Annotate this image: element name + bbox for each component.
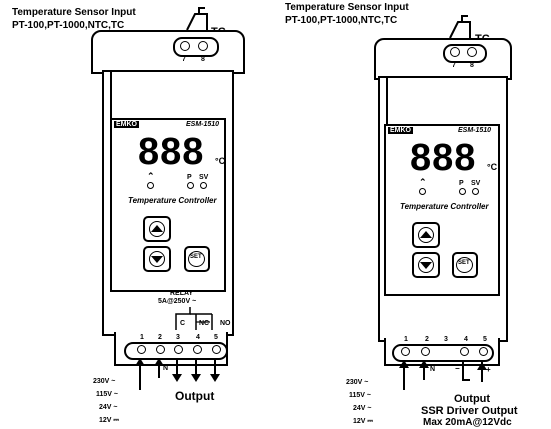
right-n-label: N	[430, 366, 436, 373]
left-n-label: N	[163, 365, 169, 372]
left-supply-24: 24V ~	[99, 404, 118, 411]
right-front-panel	[384, 124, 500, 296]
right-top-tab	[374, 38, 512, 80]
left-output-led	[147, 182, 154, 189]
right-up-arrow-icon	[420, 231, 432, 238]
left-up-arrow-icon	[151, 225, 163, 232]
right-screw-4	[460, 347, 469, 356]
left-pin-8: 8	[201, 56, 205, 63]
right-output-indicator-icon: ⌃	[419, 177, 427, 187]
left-pin-2: 2	[158, 334, 162, 341]
left-terminal-screw-7	[180, 41, 190, 51]
left-down-button[interactable]	[143, 246, 171, 272]
right-indicator-sv: SV	[471, 180, 481, 187]
right-output-label: Output	[454, 393, 491, 405]
right-pin-7: 7	[452, 62, 456, 69]
left-pin-4: 4	[196, 334, 200, 341]
right-supply-230: 230V ~	[346, 379, 369, 386]
right-led-sv	[472, 188, 479, 195]
right-side-rail	[380, 78, 388, 148]
right-set-label: SET	[458, 260, 470, 266]
left-relay-nc: NC	[199, 320, 210, 327]
right-terminal-screw-7	[450, 47, 460, 57]
left-relay-title: RELAY	[170, 290, 194, 297]
left-screw-3	[174, 345, 183, 354]
right-supply-12: 12V ⎓	[353, 418, 373, 425]
right-supply-24: 24V ~	[353, 405, 372, 412]
left-led-p	[187, 182, 194, 189]
left-top-tab	[91, 30, 245, 74]
right-unit: °C	[487, 162, 498, 172]
left-output-indicator-icon: ⌃	[147, 171, 155, 181]
left-terminal-screw-8	[198, 41, 208, 51]
right-pin-3: 3	[444, 336, 448, 343]
left-supply-12: 12V ⎓	[99, 417, 119, 424]
left-display: 888	[138, 131, 205, 173]
right-controller-label: Temperature Controller	[400, 202, 489, 211]
left-set-label: SET	[190, 254, 202, 260]
right-pin-1: 1	[404, 336, 408, 343]
left-output-label: Output	[175, 389, 215, 403]
left-front-panel	[110, 118, 226, 292]
right-output-led	[419, 188, 426, 195]
left-screw-4	[193, 345, 202, 354]
left-relay-c: C	[180, 320, 186, 327]
left-pin-5: 5	[214, 334, 218, 341]
right-display: 888	[410, 137, 477, 179]
left-relay-rating: 5A@250V ~	[158, 298, 197, 305]
right-minus-label: −	[455, 364, 460, 373]
right-brand-logo: EMKO	[388, 127, 413, 134]
left-pin-7: 7	[182, 56, 186, 63]
right-ssr-label: SSR Driver Output	[421, 405, 518, 417]
left-controller-label: Temperature Controller	[128, 196, 217, 205]
right-indicator-p: P	[459, 180, 464, 187]
left-model-label: ESM-1510	[186, 121, 220, 128]
right-led-p	[459, 188, 466, 195]
left-screw-1	[137, 345, 146, 354]
left-brand-logo: EMKO	[114, 121, 139, 128]
right-plus-label: +	[486, 365, 491, 374]
right-down-button[interactable]	[412, 252, 440, 278]
left-up-button[interactable]	[143, 216, 171, 242]
right-ssr-rating: Max 20mA@12Vdc	[423, 417, 512, 428]
left-led-sv	[200, 182, 207, 189]
left-supply-115: 115V ~	[96, 391, 118, 398]
right-screw-2	[421, 347, 430, 356]
right-pin-8: 8	[470, 62, 474, 69]
right-model-label: ESM-1510	[458, 127, 492, 134]
right-down-arrow-icon	[420, 262, 432, 269]
right-sensor-types: PT-100,PT-1000,NTC,TC	[285, 15, 398, 26]
left-side-rail	[104, 72, 112, 142]
right-screw-5	[479, 347, 488, 356]
right-pin-2: 2	[425, 336, 429, 343]
left-set-button[interactable]: SET	[184, 246, 210, 272]
left-relay-no: NO	[220, 320, 231, 327]
left-pin-3: 3	[176, 334, 180, 341]
right-screw-1	[401, 347, 410, 356]
left-screw-2	[156, 345, 165, 354]
right-up-button[interactable]	[412, 222, 440, 248]
right-pin-5: 5	[483, 336, 487, 343]
right-terminal-screw-8	[467, 47, 477, 57]
left-sensor-types: PT-100,PT-1000,NTC,TC	[12, 20, 125, 31]
left-sensor-title: Temperature Sensor Input	[12, 7, 136, 18]
left-indicator-p: P	[187, 174, 192, 181]
left-unit: °C	[215, 156, 226, 166]
right-set-button[interactable]: SET	[452, 252, 478, 278]
left-down-arrow-icon	[151, 256, 163, 263]
left-pin-1: 1	[140, 334, 144, 341]
right-sensor-title: Temperature Sensor Input	[285, 2, 409, 13]
left-indicator-sv: SV	[199, 174, 209, 181]
left-supply-230: 230V ~	[93, 378, 116, 385]
right-pin-4: 4	[464, 336, 468, 343]
right-supply-115: 115V ~	[349, 392, 371, 399]
left-screw-5	[212, 345, 221, 354]
